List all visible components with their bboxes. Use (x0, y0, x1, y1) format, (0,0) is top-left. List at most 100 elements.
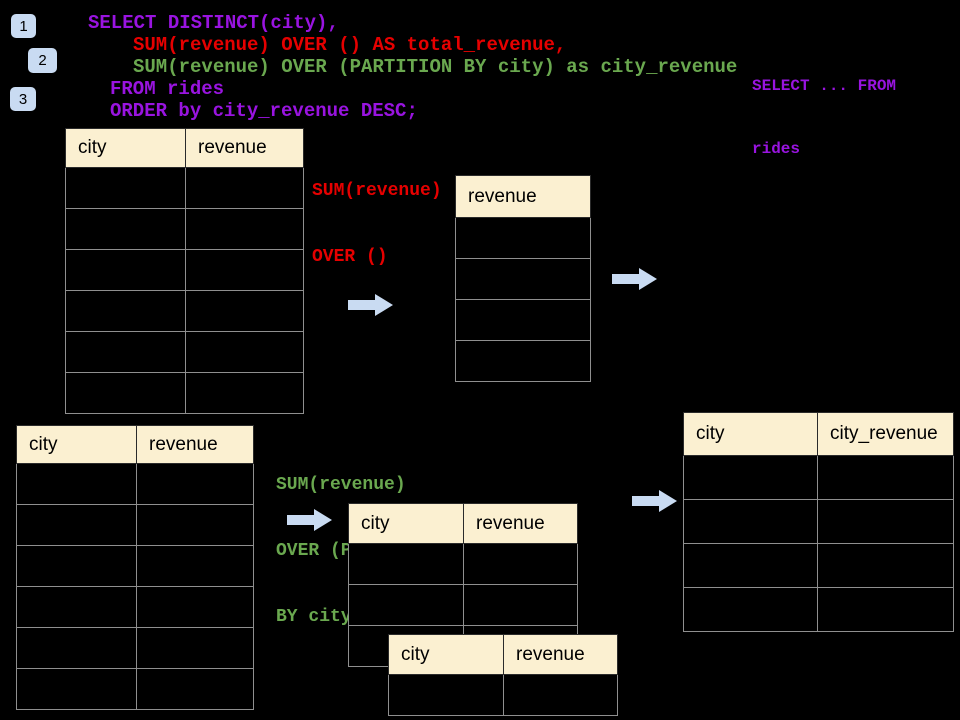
table-row (455, 258, 591, 300)
table-cell (185, 167, 304, 209)
table-cell (817, 543, 954, 588)
table-row (16, 545, 254, 587)
table-row (348, 584, 578, 626)
table-row (16, 586, 254, 628)
table-cell (503, 674, 618, 716)
arrow-right-icon (612, 268, 657, 290)
table-cell (136, 463, 254, 505)
from-rides-note-line1: SELECT ... FROM (752, 77, 897, 95)
sql-line-sum-partition: SUM(revenue) OVER (PARTITION BY city) as… (133, 56, 738, 78)
table-row (16, 463, 254, 505)
table-cell (185, 290, 304, 332)
table-cell (136, 668, 254, 710)
table-cell (463, 543, 578, 585)
table-header-row: city revenue (16, 425, 254, 464)
column-header-city: city (16, 425, 137, 464)
table-cell (683, 455, 818, 500)
table-row (65, 249, 304, 291)
sql-line-select: SELECT DISTINCT(city), (88, 12, 339, 34)
table-cell (817, 455, 954, 500)
table-header-row: city revenue (65, 128, 304, 168)
column-header-city: city (683, 412, 818, 456)
sql-line-order-by: ORDER by city_revenue DESC; (110, 100, 418, 122)
sql-line-sum-over: SUM(revenue) OVER () AS total_revenue, (133, 34, 567, 56)
table-cell (136, 586, 254, 628)
column-header-revenue: revenue (136, 425, 254, 464)
table-cell (185, 372, 304, 414)
table-source-bottom: city revenue (16, 425, 254, 710)
table-cell (817, 499, 954, 544)
table-cell (65, 290, 186, 332)
step-badge-1: 1 (11, 14, 36, 38)
table-cell (455, 340, 591, 382)
table-row (348, 543, 578, 585)
table-total-revenue-result: revenue (455, 175, 591, 382)
table-row (65, 167, 304, 209)
total-window-label: SUM(revenue) OVER () (312, 136, 442, 312)
table-row (16, 627, 254, 669)
table-partition-result: city city_revenue (683, 412, 954, 632)
arrow-right-icon (348, 294, 393, 316)
step-badge-3: 3 (10, 87, 36, 111)
table-cell (185, 249, 304, 291)
table-partition-overlay: city revenue (388, 634, 618, 716)
table-cell (136, 627, 254, 669)
table-cell (16, 627, 137, 669)
table-row (683, 587, 954, 632)
column-header-city: city (65, 128, 186, 168)
table-cell (65, 249, 186, 291)
table-cell (185, 331, 304, 373)
table-header-row: city city_revenue (683, 412, 954, 456)
table-cell (683, 587, 818, 632)
table-cell (348, 584, 464, 626)
table-row (16, 504, 254, 546)
table-row (65, 331, 304, 373)
table-cell (463, 584, 578, 626)
table-cell (16, 504, 137, 546)
table-row (16, 668, 254, 710)
table-cell (65, 167, 186, 209)
from-rides-note: SELECT ... FROM rides (752, 34, 896, 202)
arrow-right-icon (287, 509, 332, 531)
from-rides-note-line2: rides (752, 140, 801, 158)
table-row (683, 543, 954, 588)
table-cell (185, 208, 304, 250)
table-row (455, 217, 591, 259)
table-cell (388, 674, 504, 716)
table-cell (455, 217, 591, 259)
table-cell (65, 372, 186, 414)
table-cell (683, 499, 818, 544)
table-row (65, 290, 304, 332)
table-row (388, 674, 618, 716)
column-header-revenue: revenue (185, 128, 304, 168)
column-header-city-revenue: city_revenue (817, 412, 954, 456)
table-cell (683, 543, 818, 588)
table-cell (455, 258, 591, 300)
table-row (683, 455, 954, 500)
table-header-row: city revenue (348, 503, 578, 544)
column-header-revenue: revenue (455, 175, 591, 218)
table-cell (65, 208, 186, 250)
table-cell (348, 543, 464, 585)
step-badge-2: 2 (28, 48, 57, 73)
table-cell (16, 668, 137, 710)
table-row (65, 372, 304, 414)
table-row (65, 208, 304, 250)
partition-window-label-line1: SUM(revenue) (276, 475, 406, 495)
table-cell (16, 586, 137, 628)
column-header-revenue: revenue (503, 634, 618, 675)
column-header-revenue: revenue (463, 503, 578, 544)
table-cell (455, 299, 591, 341)
table-source-top: city revenue (65, 128, 304, 414)
table-header-row: revenue (455, 175, 591, 218)
table-row (683, 499, 954, 544)
column-header-city: city (348, 503, 464, 544)
column-header-city: city (388, 634, 504, 675)
table-row (455, 299, 591, 341)
arrow-right-icon (632, 490, 677, 512)
table-cell (16, 545, 137, 587)
sql-line-from: FROM rides (110, 78, 225, 100)
table-cell (16, 463, 137, 505)
total-window-label-line1: SUM(revenue) (312, 181, 442, 201)
